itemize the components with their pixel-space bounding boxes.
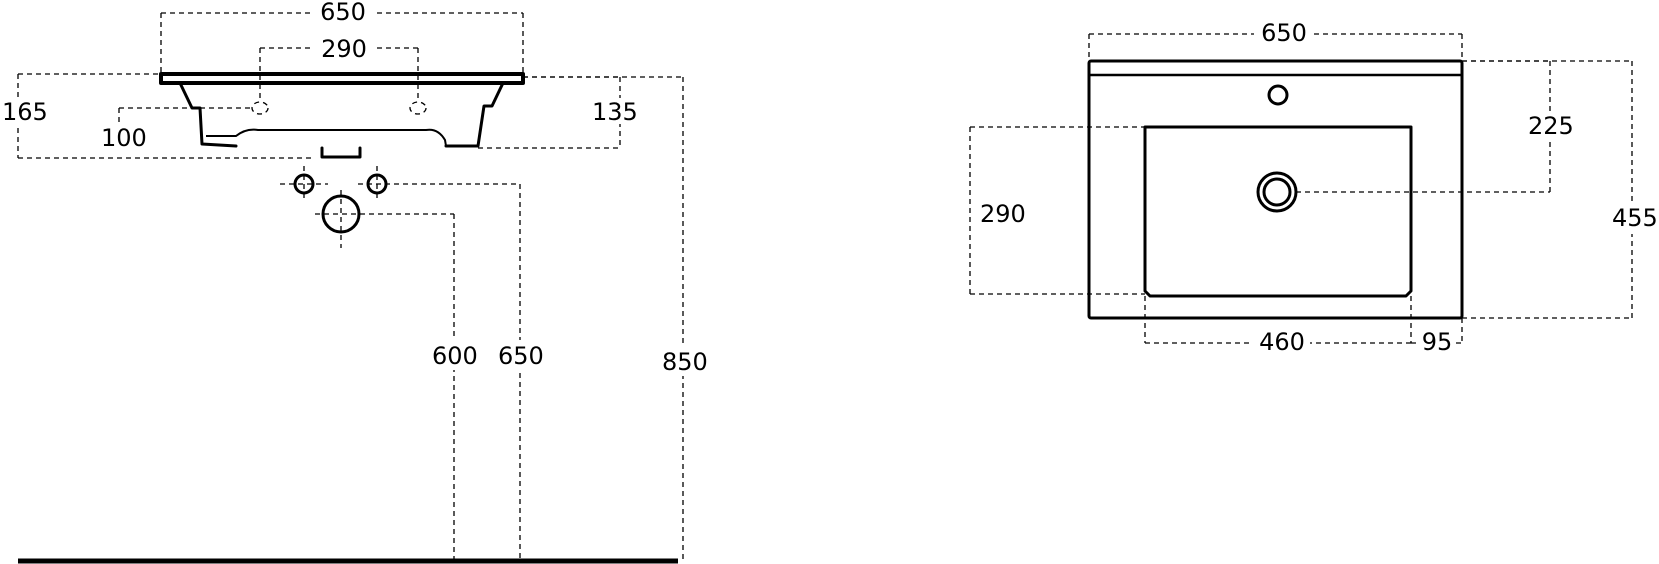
side-drain-height-label: 600 xyxy=(432,342,478,370)
tap-hole xyxy=(1267,84,1289,106)
side-rim-height-label: 850 xyxy=(662,348,708,376)
side-overall-width-label: 650 xyxy=(320,0,366,26)
basin-top-slab xyxy=(159,72,525,85)
bowl-outline xyxy=(1143,125,1413,298)
side-height-left-label: 165 xyxy=(2,98,48,126)
top-side-margin-label: 95 xyxy=(1422,328,1453,356)
drain-inner xyxy=(1262,177,1292,207)
basin-inner-bowl xyxy=(206,128,447,147)
drain-pipe xyxy=(321,194,361,234)
top-tap-to-drain-label: 225 xyxy=(1528,112,1574,140)
side-view: 650 290 165 100 135 600 650 xyxy=(0,0,710,564)
side-tap-offset-label: 100 xyxy=(101,124,147,152)
side-height-right-label: 135 xyxy=(592,98,638,126)
side-tap-spacing-label: 290 xyxy=(321,35,367,63)
top-bowl-width-label: 460 xyxy=(1259,328,1305,356)
tap-hole-marker-left xyxy=(251,101,269,115)
drain-stub xyxy=(320,146,362,159)
side-supply-height-label: 650 xyxy=(498,342,544,370)
top-overall-depth-label: 455 xyxy=(1612,204,1658,232)
top-view: 650 225 455 290 460 95 xyxy=(969,19,1659,356)
basin-body-right xyxy=(444,81,505,148)
top-overall-width-label: 650 xyxy=(1261,19,1307,47)
tap-hole-marker-right xyxy=(409,101,427,115)
top-bowl-depth-label: 290 xyxy=(980,200,1026,228)
basin-outline xyxy=(1087,59,1464,320)
